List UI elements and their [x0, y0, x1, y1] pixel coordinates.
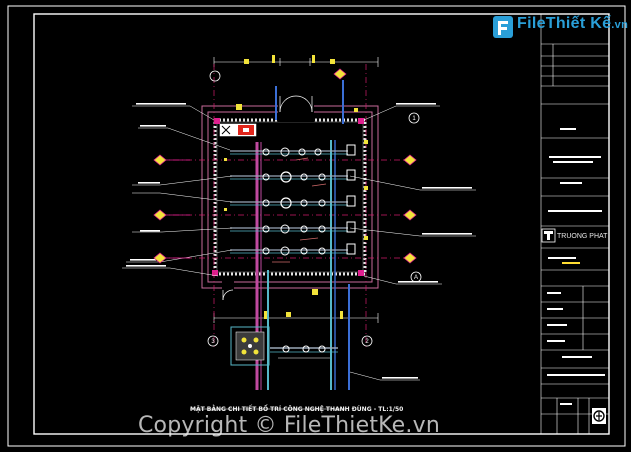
- axis-labels: 3 2 1 A: [211, 116, 418, 345]
- watermark-copyright: Copyright © FileThietKe.vn: [138, 413, 440, 438]
- watermark-brand: FileThiết Kế.vn: [517, 15, 628, 33]
- electrical-panel: [219, 123, 257, 137]
- axis-bubble-right-top: [408, 112, 420, 124]
- company-logo-box: [541, 228, 556, 243]
- top-dimension: [213, 57, 379, 67]
- axis-label-right: 2: [365, 339, 369, 345]
- bottom-dimension: [213, 313, 379, 323]
- axis-bubble-left-top: [209, 70, 221, 82]
- axis-bubble-right-a: [410, 271, 422, 283]
- title-block: [540, 14, 609, 434]
- leader-labels-right: [382, 103, 472, 379]
- top-marker: [333, 68, 347, 80]
- leader-labels-left: [126, 103, 186, 267]
- leader-lines-left: [122, 105, 233, 277]
- vertical-pipes: [255, 80, 350, 390]
- leader-lines-right: [349, 105, 476, 381]
- row-2: [230, 169, 356, 183]
- corner-columns: [212, 118, 364, 276]
- axis-label-top: 1: [412, 116, 416, 122]
- right-diamond-markers: [403, 154, 417, 264]
- row-4: [230, 221, 356, 234]
- row-5: [230, 243, 356, 256]
- brand-tld: .vn: [611, 19, 629, 31]
- axis-gridlines: [160, 64, 412, 350]
- axis-bubbles: [207, 70, 422, 347]
- row-1: [230, 144, 356, 157]
- company-logo-icon: [544, 231, 553, 240]
- title-block-text: [547, 128, 605, 405]
- axis-bubble-bottom-right: [361, 335, 373, 347]
- flow-arrows: [272, 157, 327, 263]
- door-gap: [278, 104, 314, 122]
- axis-label-left: 3: [211, 339, 215, 345]
- brand-file: File: [517, 15, 546, 32]
- north-arrow-icon: [593, 410, 605, 422]
- watermark-logo: [493, 16, 513, 38]
- file-logo-icon: [498, 21, 508, 35]
- axis-bubble-bottom-left: [207, 335, 219, 347]
- brand-suffix: Thiết Kế: [545, 15, 612, 32]
- detail-box: [230, 326, 270, 366]
- dimension-markers-top: [244, 55, 335, 64]
- equipment-rows: [230, 144, 356, 256]
- drawing-caption: MẶT BẰNG CHI TIẾT BỐ TRÍ CÔNG NGHỆ THANH…: [190, 406, 404, 413]
- axis-label-a: A: [414, 275, 418, 281]
- door-swings: [279, 95, 313, 113]
- row-3: [230, 195, 356, 209]
- bottom-pipe: [270, 345, 338, 359]
- left-diamond-markers: [153, 154, 190, 264]
- yellow-markers: [224, 104, 368, 240]
- door-bottom: [222, 280, 234, 301]
- dimension-markers-bottom: [264, 289, 343, 319]
- company-name: TRUONG PHAT: [557, 233, 608, 240]
- inner-frame: [33, 13, 610, 435]
- outer-frame: [7, 5, 626, 447]
